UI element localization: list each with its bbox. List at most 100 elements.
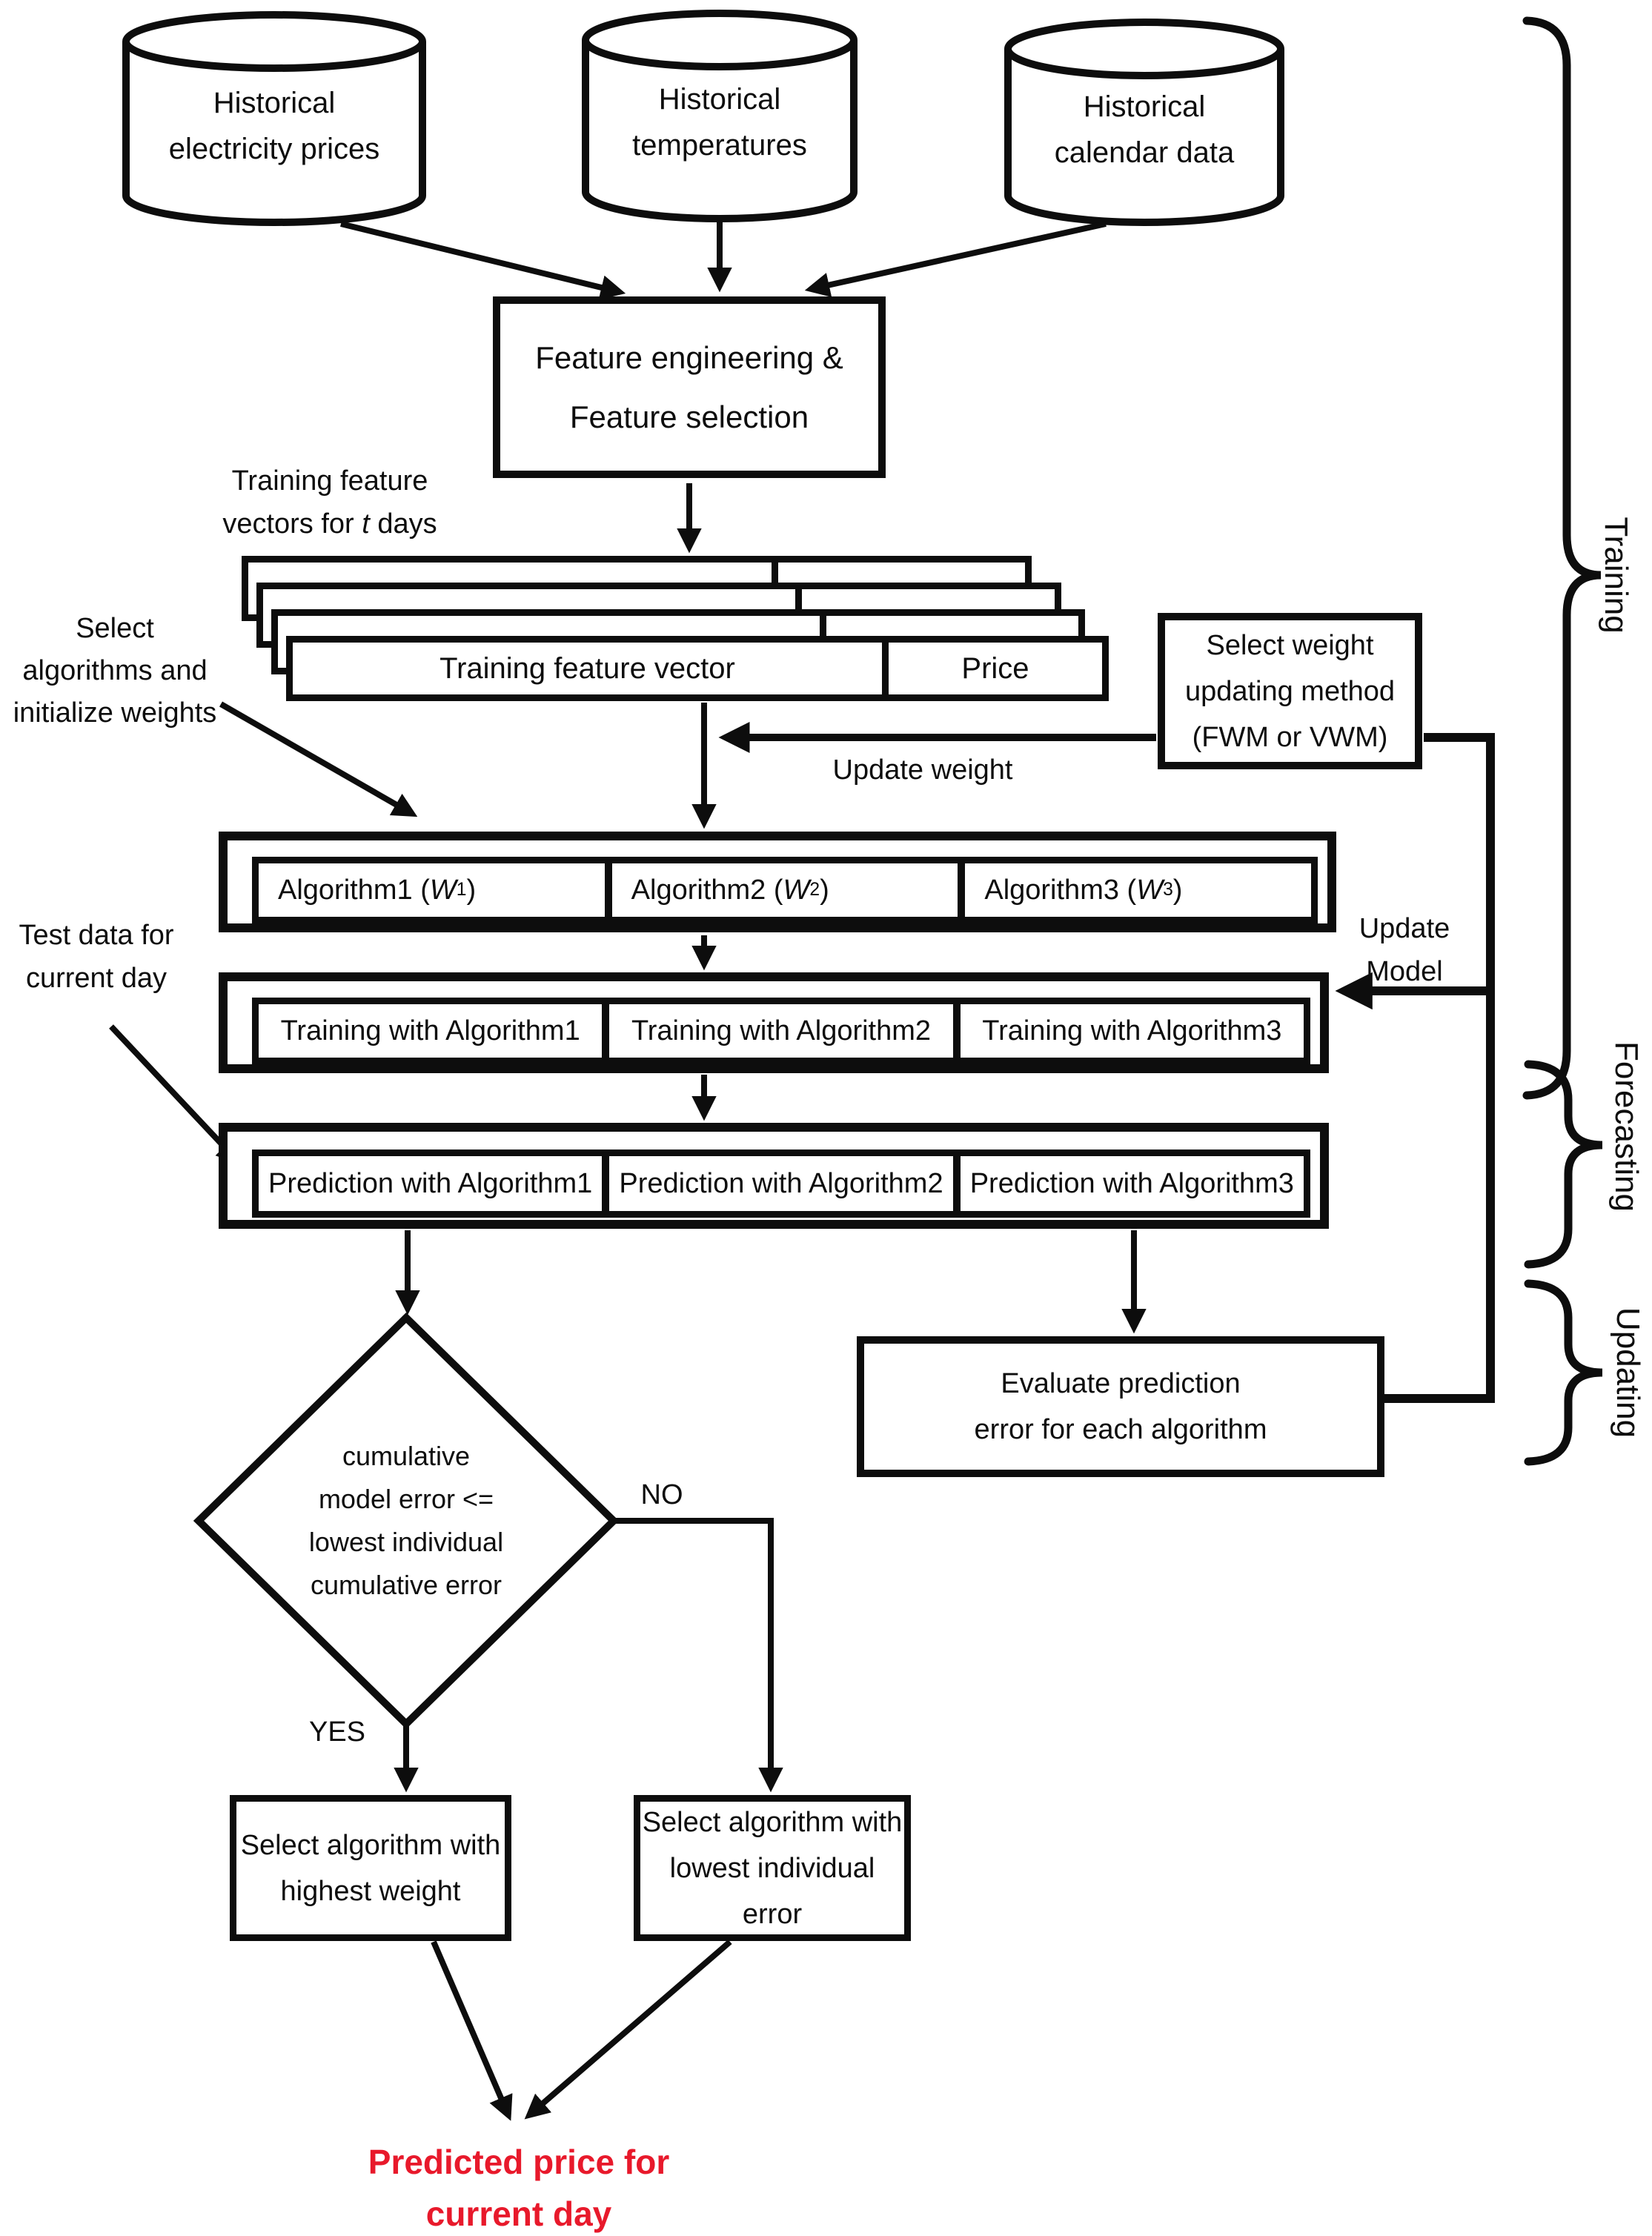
weight-var: W [1136, 874, 1164, 906]
cell-text: ) [1172, 874, 1183, 906]
select-weight-method-box: Select weight updating method (FWM or VW… [1158, 613, 1422, 769]
diamond-line: lowest individual [308, 1527, 504, 1557]
label-part: vectors for [222, 508, 362, 540]
evaluate-error-box: Evaluate prediction error for each algor… [857, 1336, 1384, 1477]
training-algorithm2-cell: Training with Algorithm2 [602, 1004, 952, 1058]
select-weight-line: updating method [1184, 675, 1396, 707]
diamond-line: model error <= [318, 1484, 494, 1514]
cell-text: Algorithm1 ( [278, 874, 430, 906]
no-label: NO [640, 1479, 683, 1510]
cell-text: Algorithm3 ( [984, 874, 1137, 906]
db-label-line: Historical [213, 87, 336, 119]
arrow-prices-to-feature [340, 221, 626, 300]
training-algorithm3-cell: Training with Algorithm3 [952, 1004, 1304, 1058]
forecasting-brace [1524, 1060, 1603, 1269]
db-label-line: temperatures [632, 129, 807, 162]
db-temperatures: Historical temperatures [586, 41, 854, 204]
update-loop-line [1384, 733, 1495, 1403]
training-inner: Training with Algorithm1 Training with A… [252, 998, 1310, 1064]
cell-text: Algorithm2 ( [631, 874, 783, 906]
arrow-no-path [614, 1518, 783, 1793]
yes-label: YES [308, 1716, 366, 1748]
phase-label-training: Training [1598, 517, 1634, 634]
prediction-algorithm2-cell: Prediction with Algorithm2 [602, 1156, 952, 1211]
select-highest-line: Select algorithm with [240, 1829, 501, 1861]
select-lowest-line: lowest individual error [669, 1852, 875, 1930]
feature-engineering-box: Feature engineering & Feature selection [493, 296, 886, 478]
evaluate-line: error for each algorithm [974, 1414, 1267, 1445]
label-line: Training feature [231, 465, 428, 497]
prediction-inner: Prediction with Algorithm1 Prediction wi… [252, 1149, 1310, 1218]
label-line: Select [76, 613, 154, 644]
db-calendar-data: Historical calendar data [1008, 48, 1281, 211]
label-line: initialize weights [13, 697, 217, 729]
diamond-line: cumulative error [310, 1570, 502, 1600]
training-brace [1522, 16, 1602, 1100]
select-lowest-line: Select algorithm with [642, 1806, 903, 1838]
arrow-test-data-label [109, 1024, 242, 1166]
weight-sub: 2 [809, 880, 820, 900]
updating-brace [1524, 1279, 1603, 1466]
label-part: days [369, 508, 437, 540]
cell-text: ) [820, 874, 829, 906]
evaluate-line: Evaluate prediction [1001, 1368, 1241, 1399]
decision-diamond-text: cumulative model error <= lowest individ… [258, 1435, 554, 1607]
db-label-line: calendar data [1054, 136, 1235, 169]
select-highest-line: highest weight [280, 1875, 461, 1907]
cell-text: ) [466, 874, 477, 906]
label-line: Model [1366, 956, 1443, 987]
arrow-calendar-to-feature [804, 221, 1107, 297]
arrow-lowest-to-result [524, 1939, 732, 2120]
phase-label-updating: Updating [1610, 1307, 1646, 1439]
prediction-container: Prediction with Algorithm1 Prediction wi… [219, 1123, 1329, 1229]
training-feature-vector-cell: Training feature vector [439, 651, 735, 685]
weight-var: W [783, 874, 810, 906]
select-lowest-error-box: Select algorithm with lowest individual … [634, 1795, 911, 1941]
prediction-algorithm1-cell: Prediction with Algorithm1 [268, 1167, 593, 1199]
training-algorithm1-cell: Training with Algorithm1 [280, 1015, 580, 1046]
weight-sub: 1 [456, 880, 467, 900]
label-line: Update [1359, 913, 1450, 944]
diamond-line: cumulative [342, 1441, 471, 1471]
arrow-select-algorithms-label [219, 701, 418, 817]
price-cell: Price [961, 651, 1029, 685]
phase-label-forecasting: Forecasting [1608, 1041, 1645, 1212]
label-line: Test data for [19, 920, 174, 951]
decision-diamond-shape [193, 1313, 620, 1729]
update-model-label: Update Model [1330, 907, 1479, 993]
weight-sub: 3 [1163, 880, 1173, 900]
training-feature-vector-row: Training feature vector Price [286, 636, 1109, 701]
db-label-line: Historical [1083, 90, 1206, 123]
select-weight-line: (FWM or VWM) [1192, 721, 1388, 753]
arrow-highest-to-result [431, 1940, 513, 2121]
feature-box-line: Feature selection [569, 399, 809, 434]
select-algorithms-label: Select algorithms and initialize weights [0, 608, 230, 734]
label-line: current day [25, 963, 167, 994]
result-line: Predicted price for [368, 2143, 670, 2181]
predicted-price-result: Predicted price for current day [334, 2136, 704, 2236]
label-var-t: t [362, 508, 370, 540]
db-label-line: Historical [658, 83, 781, 116]
db-electricity-prices: Historical electricity prices [126, 44, 422, 208]
training-container: Training with Algorithm1 Training with A… [219, 972, 1329, 1073]
select-highest-weight-box: Select algorithm with highest weight [230, 1795, 511, 1941]
training-vectors-label: Training feature vectors for t days [174, 460, 485, 545]
prediction-algorithm3-cell: Prediction with Algorithm3 [952, 1156, 1304, 1211]
label-line: vectors for t days [174, 502, 485, 545]
update-weight-label: Update weight [832, 754, 1013, 786]
result-line: current day [425, 2194, 612, 2233]
database-cylinder-shapes [122, 10, 1284, 226]
feature-box-line: Feature engineering & [535, 339, 843, 375]
db-label-line: electricity prices [168, 133, 380, 165]
layer-divider [882, 643, 889, 694]
label-line: algorithms and [22, 655, 208, 686]
test-data-label: Test data for current day [7, 914, 185, 1000]
weight-var: W [429, 874, 457, 906]
